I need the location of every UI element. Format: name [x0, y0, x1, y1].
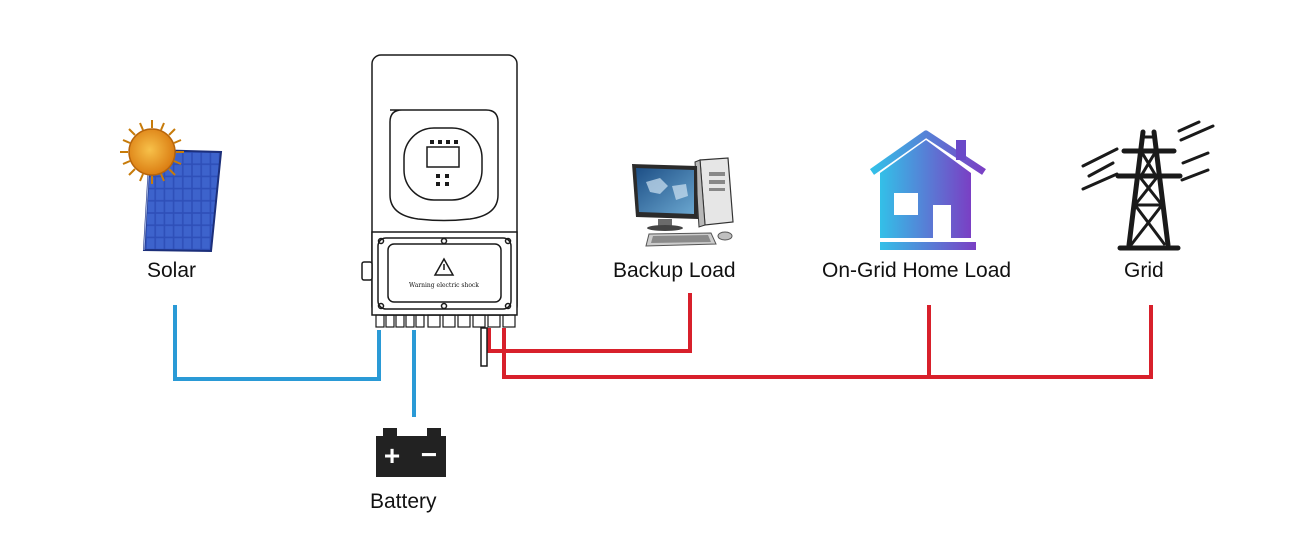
solar-panel-icon	[120, 120, 223, 253]
backup-load-wire	[487, 293, 692, 353]
inverter-warning-text: Warning electric shock	[409, 282, 479, 289]
inverter-icon	[361, 54, 518, 367]
backup-load-label: Backup Load	[613, 259, 736, 282]
house-icon	[869, 130, 986, 250]
power-tower-icon	[1081, 120, 1215, 251]
grid-wire	[502, 305, 1153, 379]
dc-wires	[173, 305, 416, 417]
on-grid-home-load-label: On-Grid Home Load	[822, 259, 1012, 282]
battery-label: Battery	[370, 490, 437, 513]
sun-icon	[120, 120, 184, 184]
battery-icon	[376, 428, 446, 477]
solar-label: Solar	[147, 259, 197, 282]
battery-plus-sign: +	[384, 440, 400, 471]
battery-minus-sign: −	[421, 439, 437, 470]
grid-label: Grid	[1124, 259, 1164, 282]
ac-wires	[487, 293, 1153, 379]
computer-icon	[632, 157, 734, 247]
solar-wire	[173, 305, 381, 381]
